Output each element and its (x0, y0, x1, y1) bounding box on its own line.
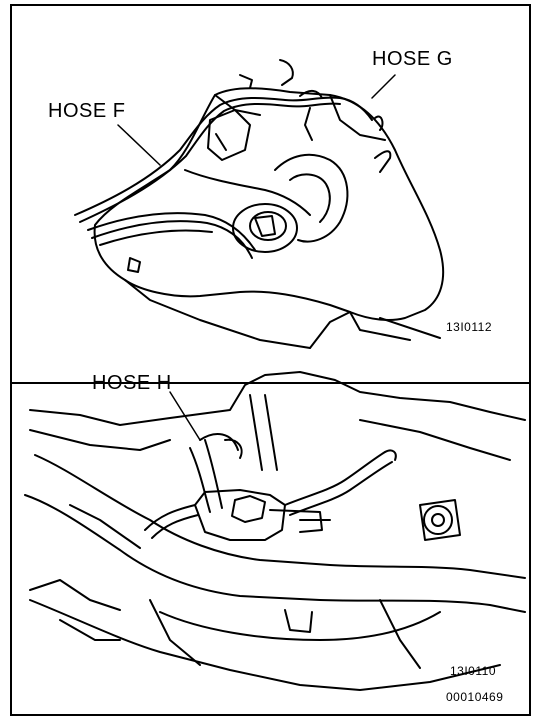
fuel-tank-drawing (74, 59, 445, 349)
hose-leaders-top (117, 74, 396, 166)
hose-f-leader (117, 124, 161, 166)
document-code: 00010469 (446, 690, 504, 704)
bottom-figure-code: 13I0110 (450, 664, 496, 678)
hose-f-label: HOSE F (48, 100, 126, 122)
hose-h-label: HOSE H (92, 372, 172, 394)
panel-divider (12, 382, 529, 384)
hose-h-leader (169, 391, 201, 441)
underbody-drawing (24, 371, 526, 691)
hose-g-label: HOSE G (372, 48, 453, 70)
top-figure-code: 13I0112 (446, 320, 492, 334)
hose-g-leader (371, 74, 396, 99)
